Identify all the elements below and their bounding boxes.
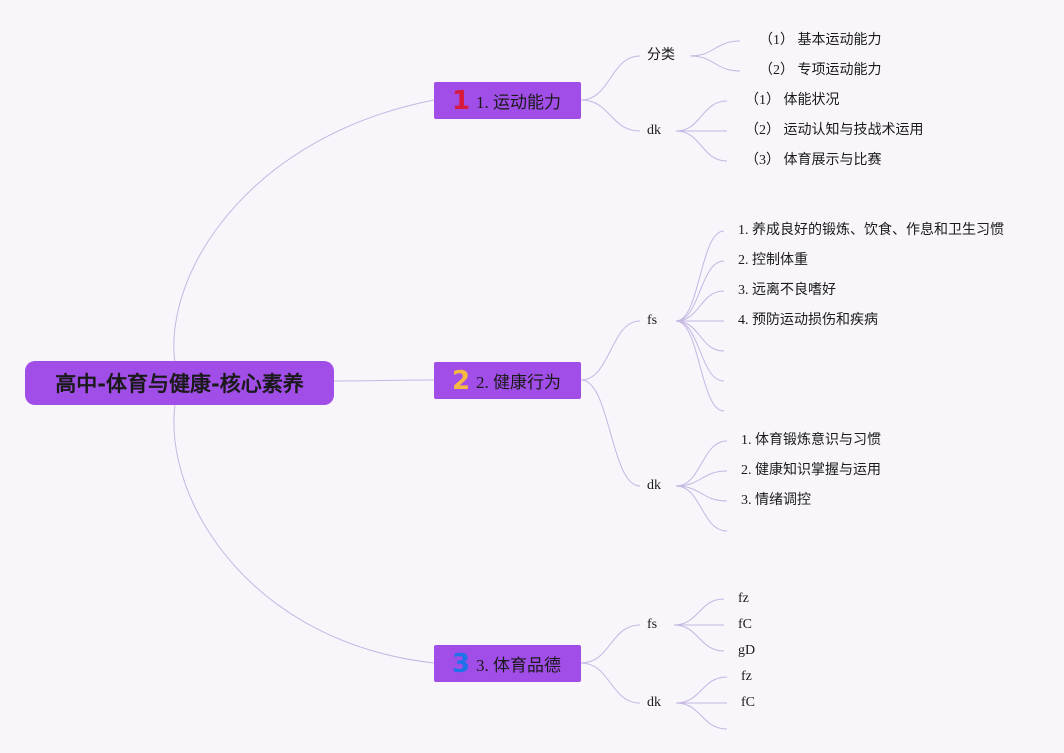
connector-line <box>675 320 725 382</box>
leaf-item[interactable]: fz <box>741 669 752 684</box>
group-label[interactable]: dk <box>647 695 661 710</box>
connector-line <box>673 598 725 626</box>
leaf-item[interactable]: 2. 健康知识掌握与运用 <box>741 463 881 478</box>
group-label[interactable]: dk <box>647 123 661 138</box>
connector-line <box>333 379 435 382</box>
leaf-item[interactable]: （3） 体育展示与比赛 <box>745 153 882 168</box>
connector-line <box>580 99 641 132</box>
connector-line <box>675 130 728 162</box>
connector-line <box>580 320 641 381</box>
connector-line <box>673 624 725 652</box>
leaf-item[interactable]: 3. 情绪调控 <box>741 493 811 508</box>
connector-line <box>689 40 741 57</box>
connector-line <box>580 55 641 101</box>
connector-line <box>675 260 725 322</box>
leaf-item[interactable]: fz <box>738 591 749 606</box>
leaf-item[interactable]: （1） 基本运动能力 <box>759 33 882 48</box>
branch-node-sports-ability[interactable]: 1 1. 运动能力 <box>434 82 581 119</box>
connector-line <box>675 320 725 412</box>
leaf-item[interactable]: 3. 远离不良嗜好 <box>738 283 836 298</box>
leaf-item[interactable]: （2） 专项运动能力 <box>759 63 882 78</box>
root-node[interactable]: 高中-体育与健康-核心素养 <box>25 361 334 405</box>
leaf-item[interactable]: fC <box>741 695 755 710</box>
connector-line <box>675 485 728 502</box>
connector-line <box>675 290 725 322</box>
leaf-item[interactable]: （1） 体能状况 <box>745 93 840 108</box>
connector-line <box>675 676 728 704</box>
leaf-item[interactable]: （2） 运动认知与技战术运用 <box>745 123 924 138</box>
number-two-icon: 2 <box>452 365 471 396</box>
leaf-item[interactable]: 1. 体育锻炼意识与习惯 <box>741 433 881 448</box>
group-label[interactable]: dk <box>647 478 661 493</box>
connector-line <box>675 100 728 132</box>
group-label[interactable]: fs <box>647 313 658 328</box>
branch-node-sports-ethics[interactable]: 3 3. 体育品德 <box>434 645 581 682</box>
leaf-item[interactable]: 2. 控制体重 <box>738 253 808 268</box>
connector-line <box>675 485 728 532</box>
connector-line <box>675 702 728 730</box>
leaf-item[interactable]: 4. 预防运动损伤和疾病 <box>738 313 878 328</box>
leaf-item[interactable]: fC <box>738 617 752 632</box>
number-three-icon: 3 <box>452 648 471 679</box>
number-one-icon: 1 <box>452 85 471 116</box>
connector-line <box>675 320 725 352</box>
branch-label: 3. 体育品德 <box>476 656 561 675</box>
root-node-label: 高中-体育与健康-核心素养 <box>55 372 304 396</box>
group-label[interactable]: 分类 <box>647 48 675 63</box>
branch-label: 1. 运动能力 <box>476 93 561 112</box>
connector-line <box>580 379 641 487</box>
leaf-item[interactable]: gD <box>738 643 756 658</box>
connector-line <box>580 662 641 704</box>
branch-label: 2. 健康行为 <box>476 373 561 392</box>
connector-line <box>675 470 728 487</box>
group-label[interactable]: fs <box>647 617 658 632</box>
connector-line <box>675 230 725 322</box>
connector-line <box>580 624 641 664</box>
connector-line <box>689 55 741 72</box>
branch-node-health-behavior[interactable]: 2 2. 健康行为 <box>434 362 581 399</box>
connector-line <box>675 440 728 487</box>
leaf-item[interactable]: 1. 养成良好的锻炼、饮食、作息和卫生习惯 <box>738 223 1004 238</box>
